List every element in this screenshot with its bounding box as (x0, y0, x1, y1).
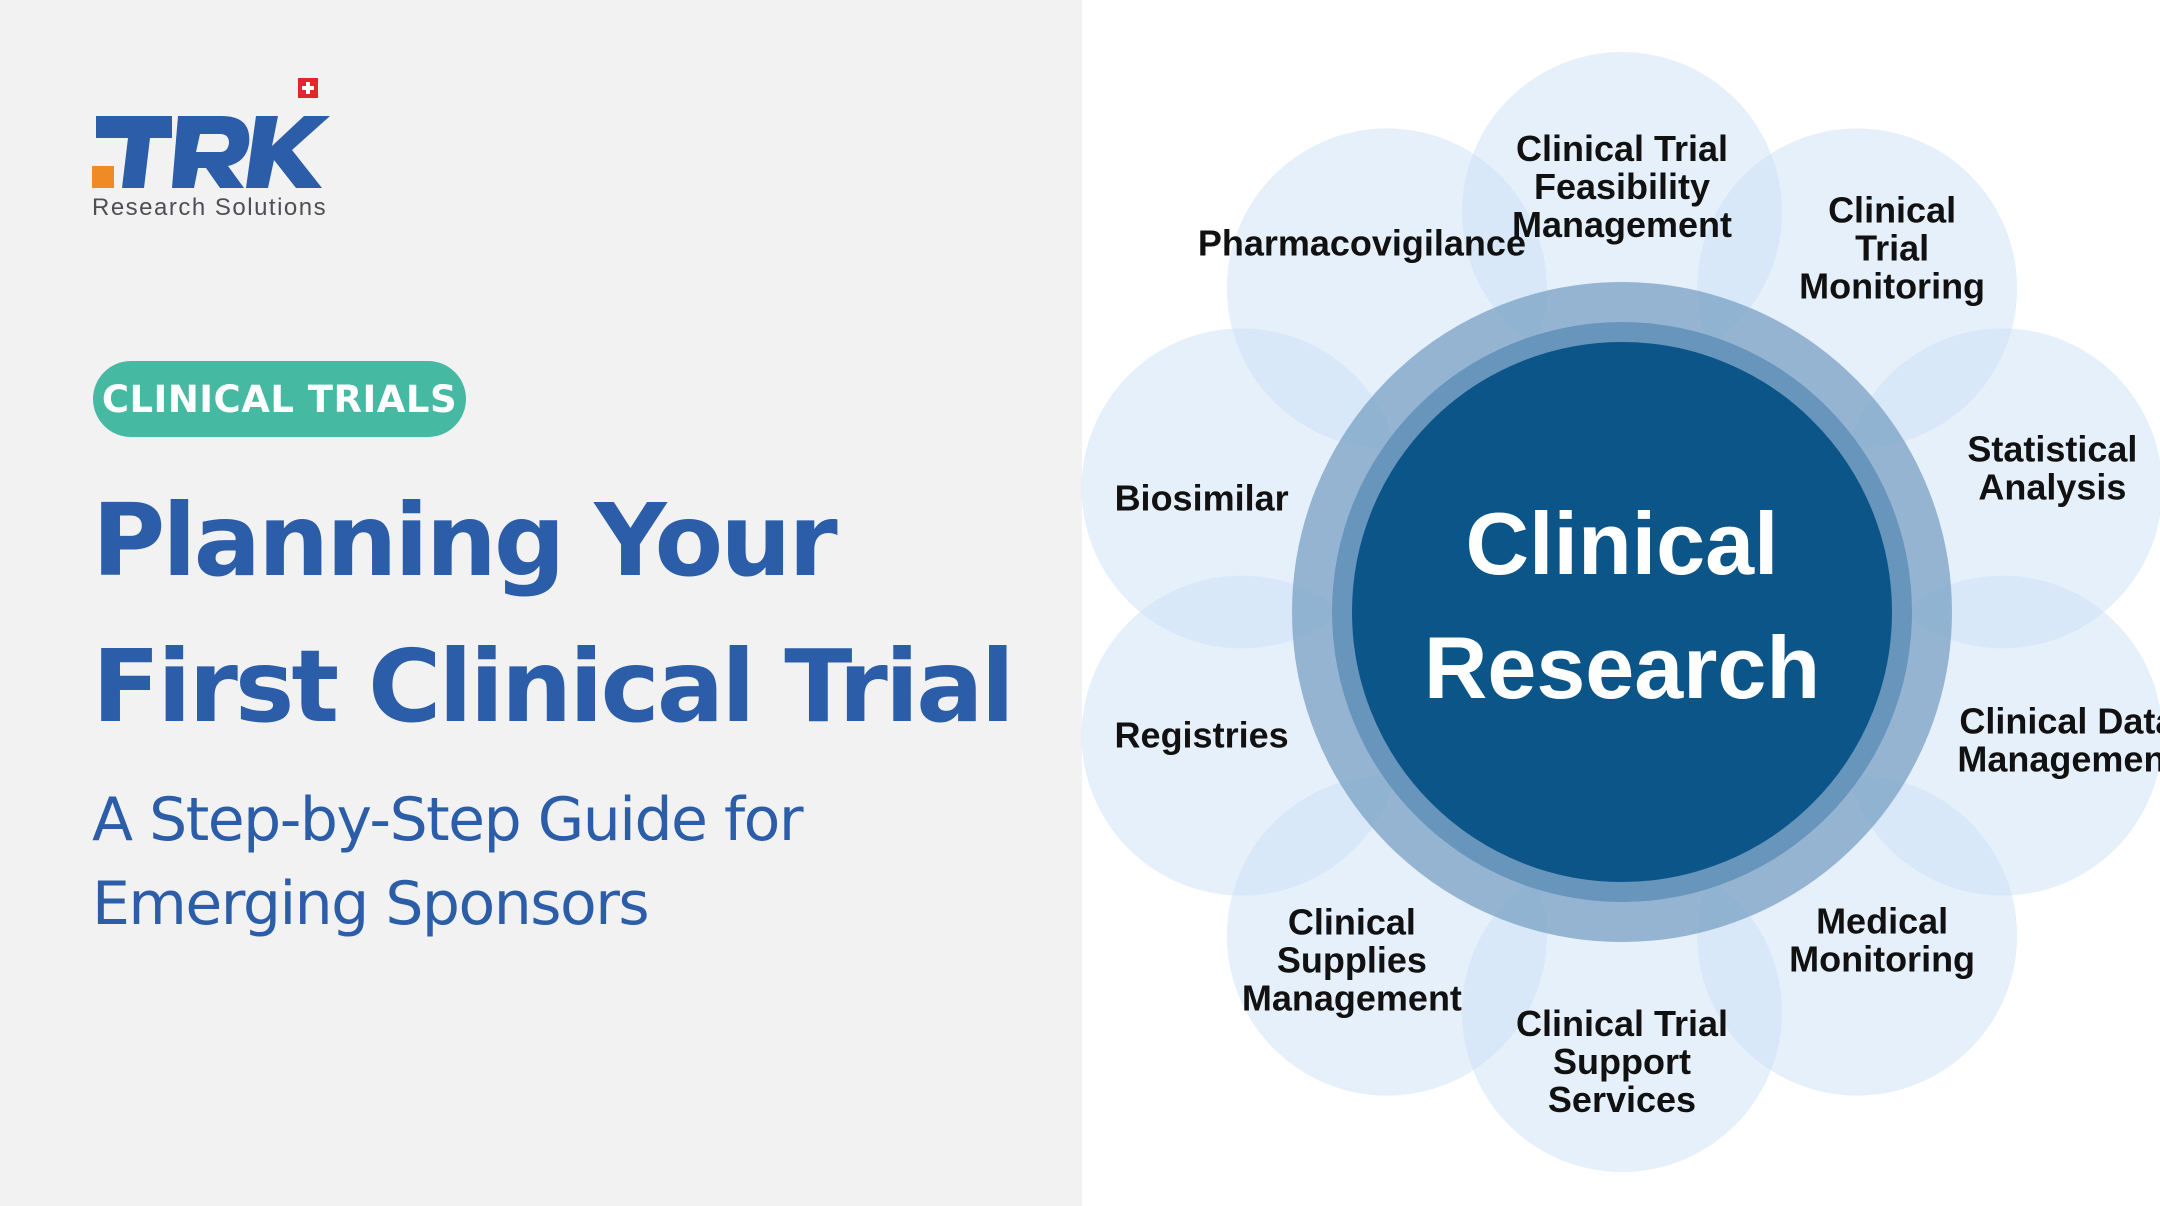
petal-label: Registries (1115, 715, 1289, 756)
petal-label-line: Services (1548, 1079, 1696, 1120)
petal-label-line: Clinical (1288, 902, 1416, 943)
category-badge: CLINICAL TRIALS (93, 361, 466, 437)
petal-label-line: Support (1553, 1041, 1691, 1082)
logo-orange-square (92, 166, 114, 188)
center-circle (1332, 322, 1912, 902)
petal-label-line: Statistical (1967, 428, 2137, 469)
page-subtitle: A Step-by-Step Guide for Emerging Sponso… (92, 778, 1072, 946)
petal-label-line: Pharmacovigilance (1198, 222, 1526, 263)
petal-label-line: Clinical Data (1959, 701, 2160, 742)
center-label-line-1: Clinical (1466, 494, 1779, 593)
logo-letter-k (246, 116, 330, 188)
petal-label-line: Biosimilar (1115, 477, 1289, 518)
page-title: Planning Your First Clinical Trial (92, 468, 1072, 760)
petal-label-line: Medical (1816, 901, 1948, 942)
petal-label-line: Feasibility (1534, 166, 1710, 207)
petal-label-line: Trial (1855, 227, 1929, 268)
petal-label-line: Management (1512, 204, 1732, 245)
petal-label-line: Analysis (1978, 466, 2126, 507)
title-line-2: First Clinical Trial (92, 628, 1015, 745)
petal-label-line: Management (1957, 739, 2160, 780)
petal-label-line: Clinical (1828, 189, 1956, 230)
petal-label-line: Clinical Trial (1516, 128, 1728, 169)
logo-subtitle: Research Solutions (92, 194, 328, 221)
petal-label-line: Monitoring (1799, 265, 1985, 306)
petal-label-line: Supplies (1277, 940, 1427, 981)
petal-label: Biosimilar (1115, 477, 1289, 518)
petal-label: Pharmacovigilance (1198, 222, 1526, 263)
logo-letter-t (96, 116, 172, 188)
petal-label-line: Monitoring (1789, 939, 1975, 980)
petal-label-line: Clinical Trial (1516, 1003, 1728, 1044)
swiss-flag-icon (298, 78, 318, 98)
title-line-1: Planning Your (92, 482, 838, 599)
petal-label-line: Management (1242, 978, 1462, 1019)
subtitle-line-2: Emerging Sponsors (92, 869, 650, 939)
left-panel (0, 0, 1082, 1206)
petal-label-line: Registries (1115, 715, 1289, 756)
logo-letter-r (172, 116, 250, 188)
center-label-line-2: Research (1424, 618, 1820, 717)
center-ring (1292, 282, 1952, 942)
trk-logo-mark (92, 78, 330, 188)
subtitle-line-1: A Step-by-Step Guide for (92, 785, 804, 855)
brand-logo: Research Solutions (92, 76, 332, 226)
